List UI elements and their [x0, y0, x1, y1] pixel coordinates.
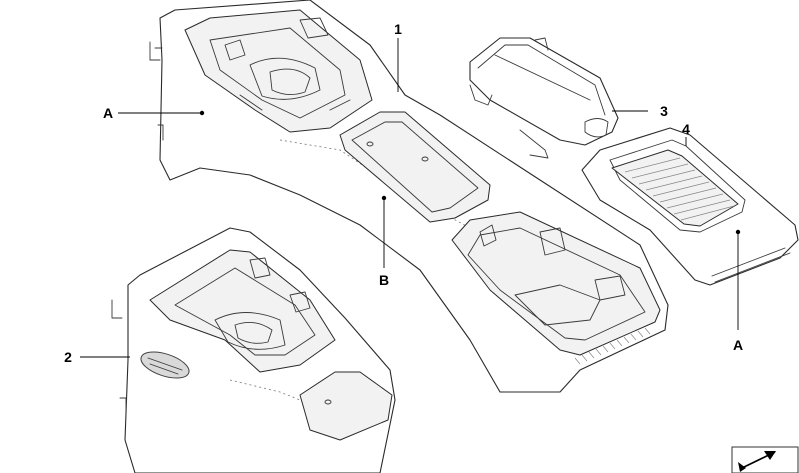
callout-2: 2 [64, 349, 72, 365]
callout-b: B [379, 272, 389, 288]
center-console-part-1 [149, 0, 669, 393]
console-part-2 [111, 227, 396, 473]
leader-lines [80, 38, 741, 358]
callout-1: 1 [394, 21, 402, 37]
callout-a-left: A [103, 105, 113, 121]
armrest-tray-part-4 [581, 127, 799, 286]
callout-a-right: A [733, 337, 743, 353]
callout-4: 4 [682, 121, 690, 137]
diagram-nav-icon[interactable] [731, 446, 799, 473]
callout-3: 3 [660, 103, 668, 119]
callout-labels: 1 A B 3 4 A 2 [64, 21, 743, 365]
armrest-lid-part-3 [469, 37, 619, 159]
